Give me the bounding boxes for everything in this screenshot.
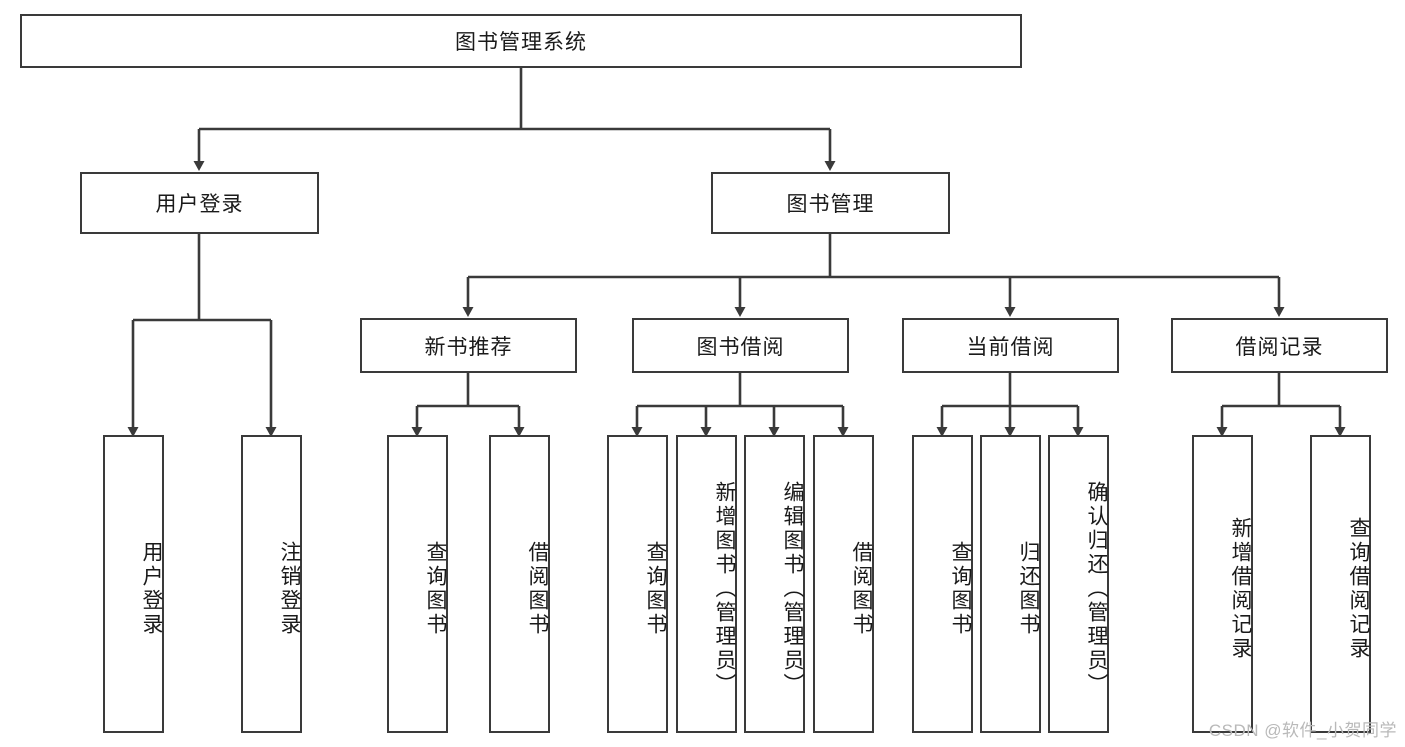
node-leaf-query-book-3[interactable]: 查询图书: [912, 435, 973, 733]
node-leaf-edit-book-label: 编辑图书（管理员）: [781, 481, 804, 697]
node-book-borrow-label: 图书借阅: [696, 335, 785, 359]
node-leaf-add-record-label: 新增借阅记录: [1229, 517, 1252, 661]
node-leaf-add-record[interactable]: 新增借阅记录: [1192, 435, 1253, 733]
node-leaf-query-book-2[interactable]: 查询图书: [607, 435, 668, 733]
node-leaf-borrow-book-1[interactable]: 借阅图书: [489, 435, 550, 733]
node-current-borrow-label: 当前借阅: [966, 335, 1055, 359]
node-leaf-borrow-book-2-label: 借阅图书: [850, 541, 873, 637]
node-leaf-borrow-book-2[interactable]: 借阅图书: [813, 435, 874, 733]
node-leaf-edit-book[interactable]: 编辑图书（管理员）: [744, 435, 805, 733]
node-book-management-label: 图书管理: [786, 193, 875, 216]
node-leaf-return-book-label: 归还图书: [1017, 541, 1040, 637]
node-leaf-add-book-label: 新增图书（管理员）: [713, 481, 736, 697]
node-leaf-user-logout[interactable]: 注销登录: [241, 435, 302, 733]
node-current-borrow[interactable]: 当前借阅: [902, 318, 1119, 373]
node-borrow-record-label: 借阅记录: [1235, 335, 1324, 359]
node-leaf-add-book[interactable]: 新增图书（管理员）: [676, 435, 737, 733]
node-leaf-query-book-1[interactable]: 查询图书: [387, 435, 448, 733]
node-leaf-query-record[interactable]: 查询借阅记录: [1310, 435, 1371, 733]
node-leaf-return-book[interactable]: 归还图书: [980, 435, 1041, 733]
node-leaf-confirm-return[interactable]: 确认归还（管理员）: [1048, 435, 1109, 733]
node-leaf-query-record-label: 查询借阅记录: [1347, 517, 1370, 661]
node-leaf-borrow-book-1-label: 借阅图书: [526, 541, 549, 637]
node-user-login-label: 用户登录: [155, 193, 244, 216]
node-root[interactable]: 图书管理系统: [20, 14, 1022, 68]
node-leaf-query-book-2-label: 查询图书: [644, 541, 667, 637]
csdn-watermark: CSDN @软件_小贺同学: [1208, 721, 1397, 740]
node-book-borrow[interactable]: 图书借阅: [632, 318, 849, 373]
node-leaf-query-book-1-label: 查询图书: [424, 541, 447, 637]
node-new-book-recommend-label: 新书推荐: [424, 335, 513, 359]
node-new-book-recommend[interactable]: 新书推荐: [360, 318, 577, 373]
node-root-label: 图书管理系统: [455, 31, 587, 54]
node-leaf-user-login[interactable]: 用户登录: [103, 435, 164, 733]
node-borrow-record[interactable]: 借阅记录: [1171, 318, 1388, 373]
node-leaf-user-login-label: 用户登录: [140, 541, 163, 637]
node-leaf-confirm-return-label: 确认归还（管理员）: [1085, 481, 1108, 697]
node-user-login[interactable]: 用户登录: [80, 172, 319, 234]
node-leaf-user-logout-label: 注销登录: [278, 541, 301, 637]
node-book-management[interactable]: 图书管理: [711, 172, 950, 234]
node-leaf-query-book-3-label: 查询图书: [949, 541, 972, 637]
